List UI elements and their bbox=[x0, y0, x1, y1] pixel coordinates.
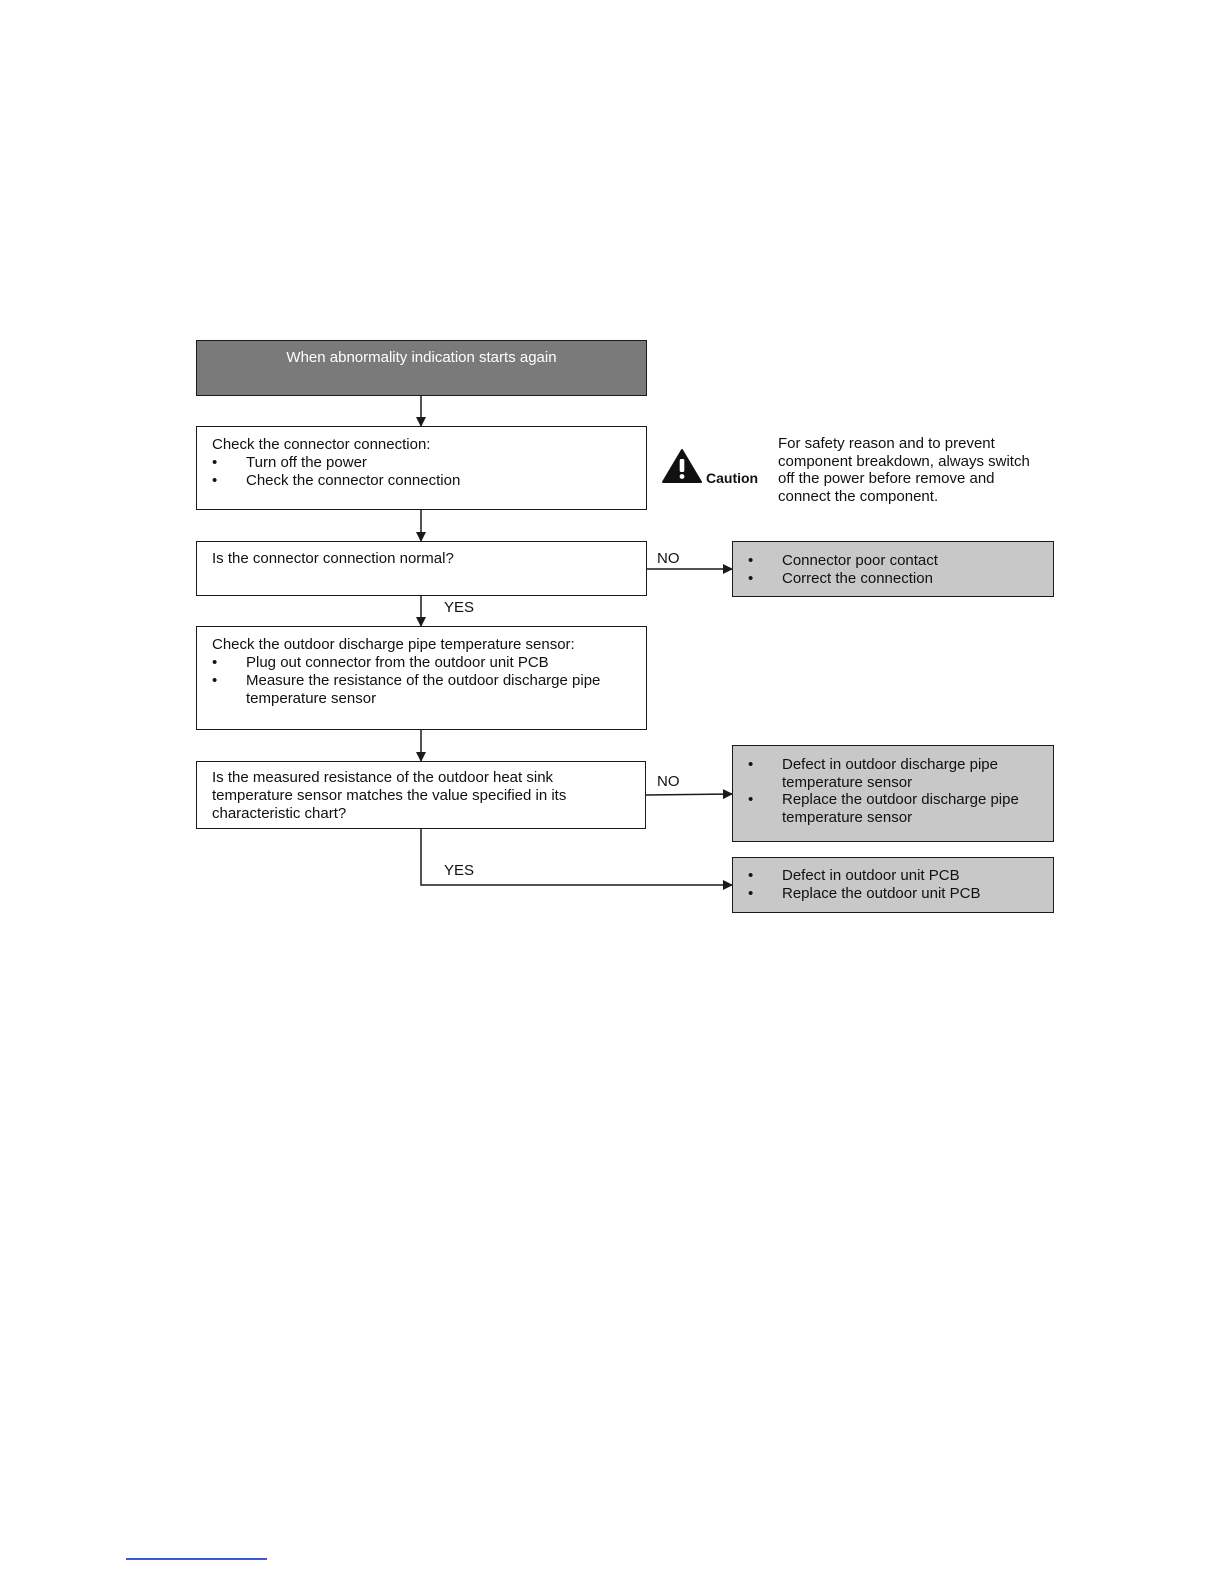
resistance-question-text: Is the measured resistance of the outdoo… bbox=[212, 769, 567, 822]
connector-result-box: Connector poor contact Correct the conne… bbox=[732, 541, 1054, 597]
start-box-text: When abnormality indication starts again bbox=[286, 349, 557, 366]
warning-icon bbox=[662, 449, 702, 483]
caution-text: For safety reason and to prevent compone… bbox=[778, 435, 1030, 505]
sensor-result-box: Defect in outdoor discharge pipe tempera… bbox=[732, 745, 1054, 842]
arrow-resistance-no bbox=[645, 789, 733, 800]
footer-rule bbox=[126, 1558, 267, 1560]
check-sensor-title: Check the outdoor discharge pipe tempera… bbox=[212, 636, 575, 653]
connector-question-text: Is the connector connection normal? bbox=[212, 550, 454, 567]
connector-question-box: Is the connector connection normal? bbox=[196, 541, 647, 596]
pcb-result-item: Defect in outdoor unit PCB bbox=[748, 867, 1038, 885]
yes-label: YES bbox=[444, 599, 475, 616]
connector-result-item: Correct the connection bbox=[748, 570, 1038, 588]
check-connector-box: Check the connector connection: Turn off… bbox=[196, 426, 647, 510]
no-label: NO bbox=[657, 773, 680, 790]
resistance-question-box: Is the measured resistance of the outdoo… bbox=[196, 761, 646, 829]
check-sensor-box: Check the outdoor discharge pipe tempera… bbox=[196, 626, 647, 730]
pcb-result-item: Replace the outdoor unit PCB bbox=[748, 885, 1038, 903]
start-box: When abnormality indication starts again bbox=[196, 340, 647, 396]
check-connector-item: Check the connector connection bbox=[212, 472, 631, 490]
yes-label: YES bbox=[444, 862, 475, 879]
check-sensor-item: Measure the resistance of the outdoor di… bbox=[212, 672, 611, 708]
check-connector-title: Check the connector connection: bbox=[212, 436, 431, 453]
caution-label: Caution bbox=[706, 470, 759, 486]
connector-result-item: Connector poor contact bbox=[748, 552, 1038, 570]
pcb-result-box: Defect in outdoor unit PCB Replace the o… bbox=[732, 857, 1054, 913]
sensor-result-item: Defect in outdoor discharge pipe tempera… bbox=[748, 756, 1028, 791]
check-connector-item: Turn off the power bbox=[212, 454, 631, 472]
no-label: NO bbox=[657, 550, 680, 567]
arrow-resistance-yes bbox=[420, 829, 733, 890]
sensor-result-item: Replace the outdoor discharge pipe tempe… bbox=[748, 791, 1028, 826]
check-sensor-item: Plug out connector from the outdoor unit… bbox=[212, 654, 611, 672]
